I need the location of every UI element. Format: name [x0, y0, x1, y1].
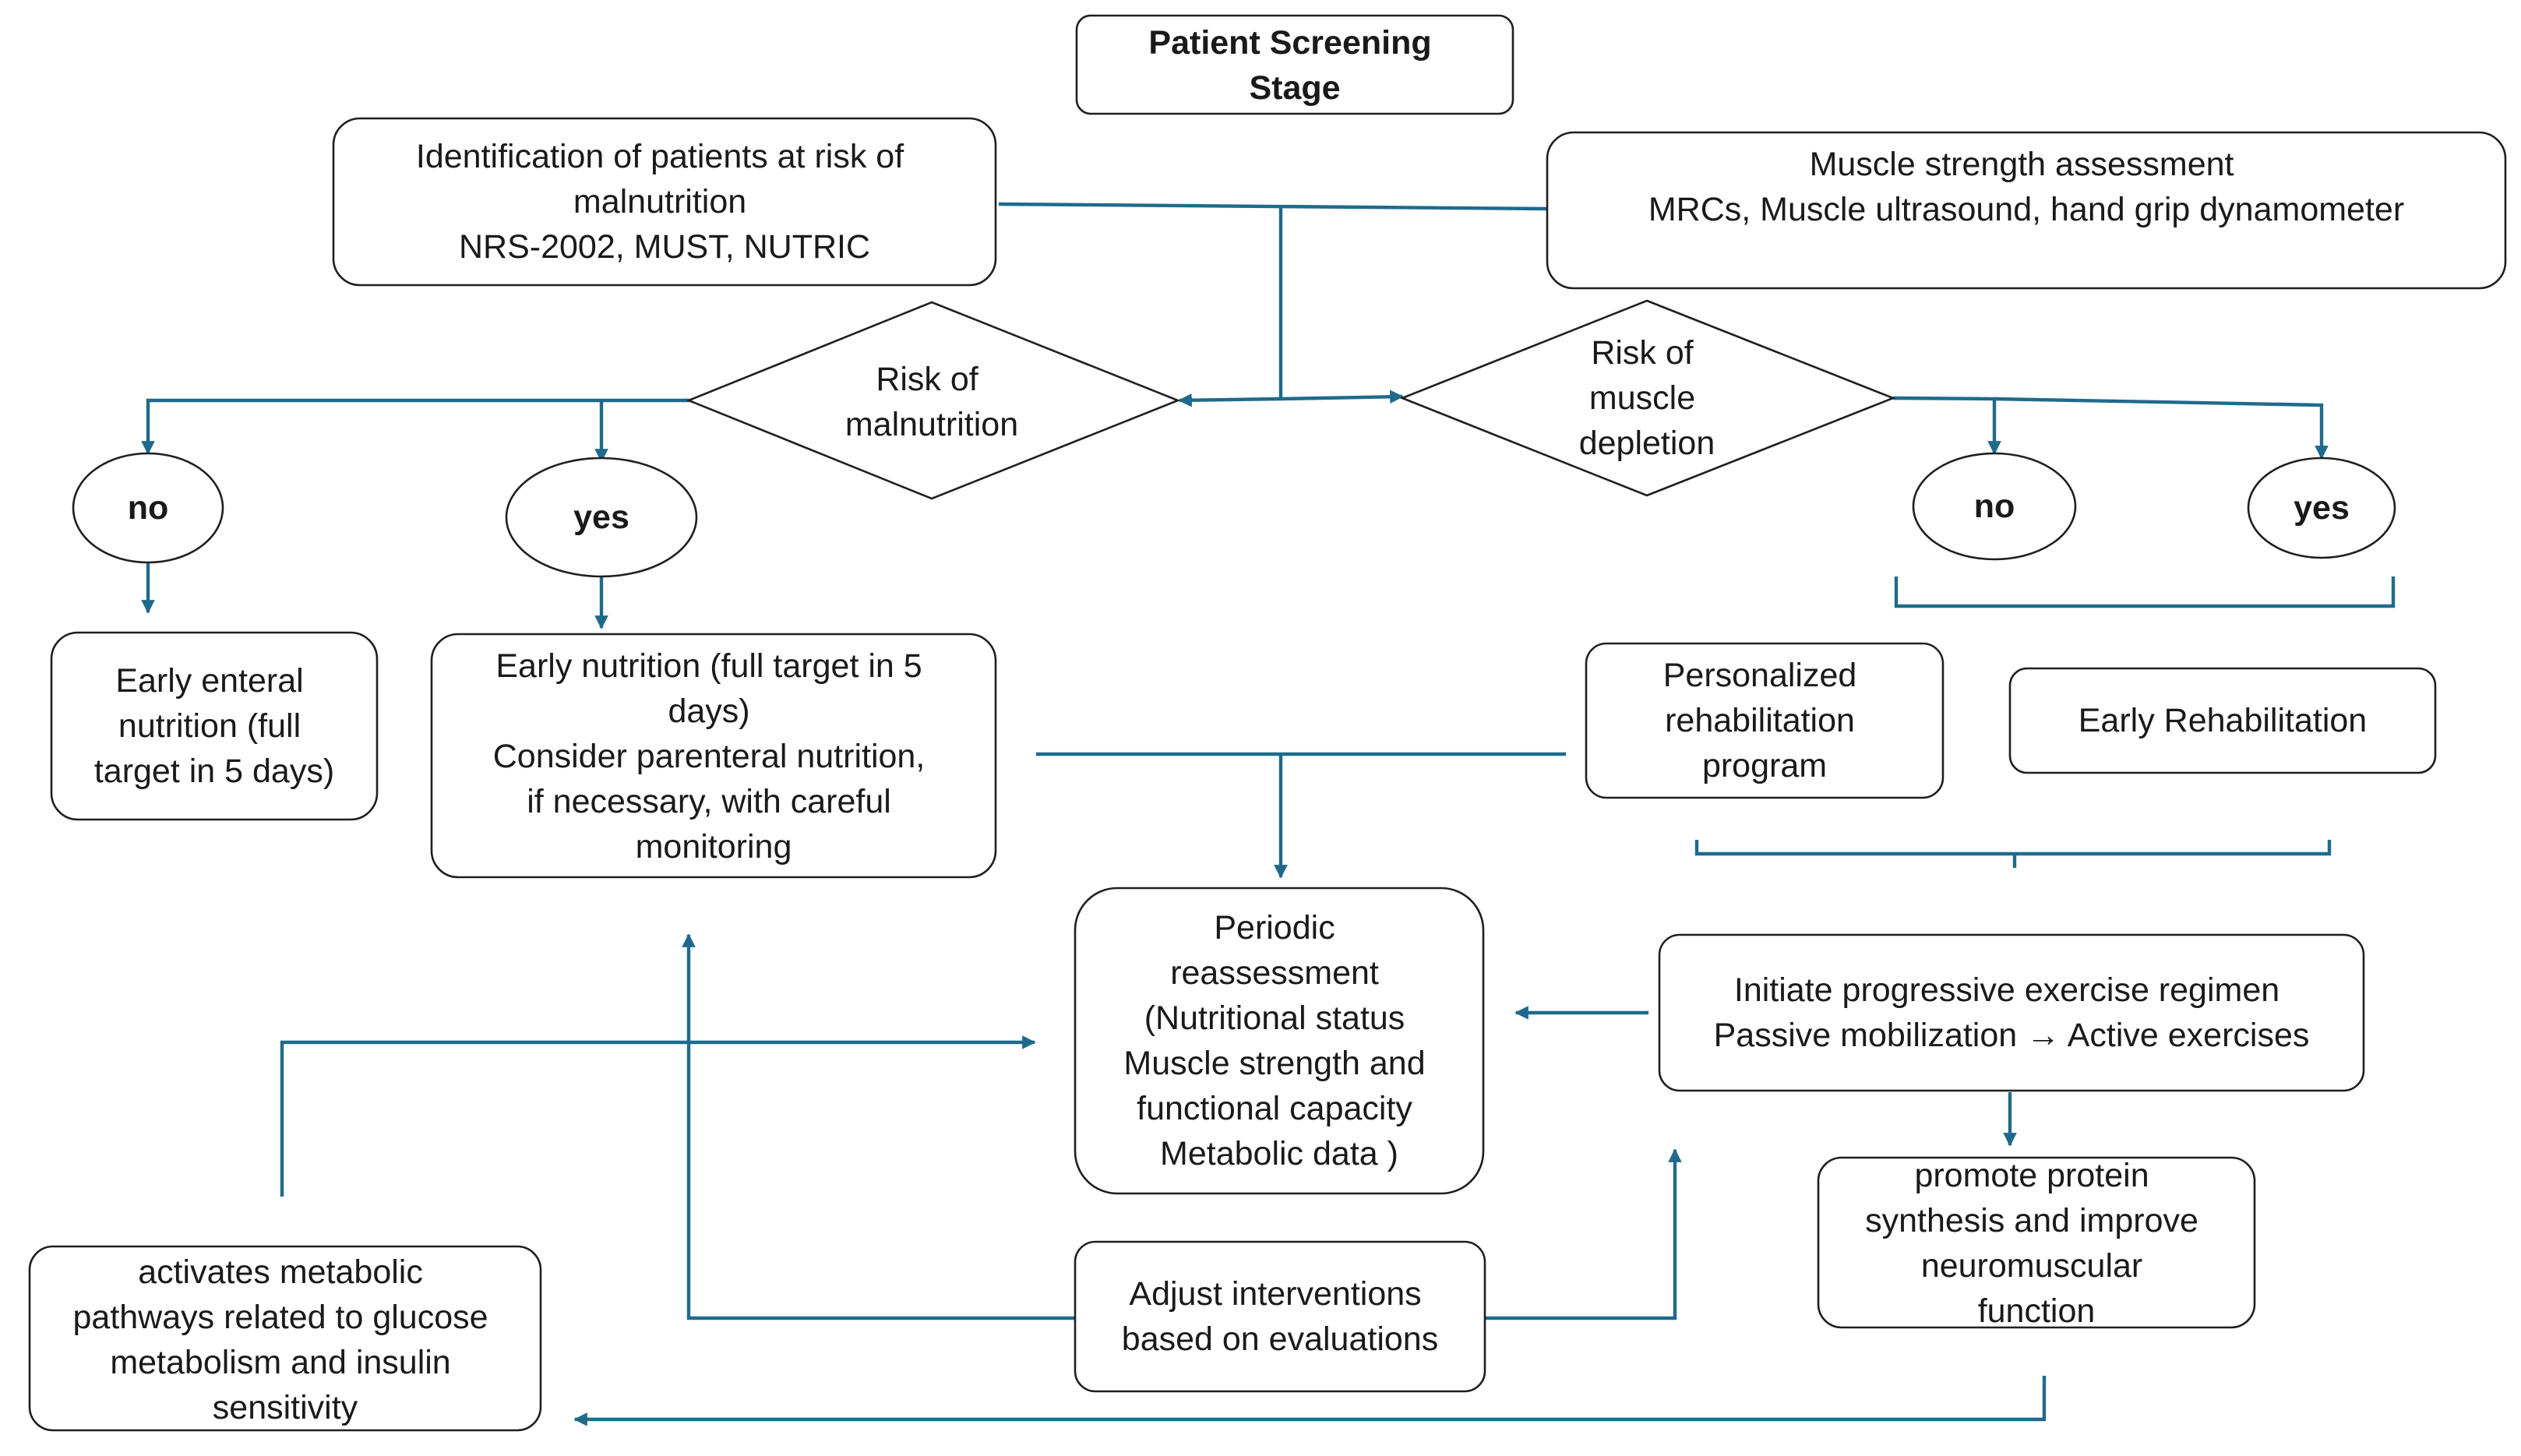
- node-protein-synthesis-line: function: [1978, 1292, 2096, 1330]
- node-adjust-interventions-line: Adjust interventions: [1129, 1275, 1421, 1313]
- node-risk-muscle: Risk of muscle depletion: [1399, 299, 1896, 497]
- svg-text:Adjust interventions bas: Adjust interventions based on evaluation…: [1122, 1275, 1438, 1358]
- node-no-left-line: no: [128, 489, 169, 527]
- node-early-nutrition-line: monitoring: [636, 828, 792, 865]
- svg-text:Patient Screening Stage: Patient Screening Stage: [1148, 24, 1440, 107]
- node-exercise-regimen: Initiate progressive exercise regimen Pa…: [1658, 933, 2365, 1092]
- node-yes-left: yes: [505, 457, 698, 578]
- node-muscle-assessment: Muscle strength assessment MRCs, Muscle …: [1546, 131, 2507, 290]
- node-yes-left-line: yes: [573, 499, 629, 536]
- node-periodic-reassessment-line: (Nutritional status: [1144, 999, 1405, 1037]
- node-risk-malnutrition: Risk of malnutrition: [686, 301, 1181, 500]
- connectors: [141, 202, 2396, 1426]
- svg-text:Early enteral nutrition: Early enteral nutrition (full target in …: [94, 662, 334, 790]
- node-no-left: no: [72, 452, 224, 564]
- node-early-nutrition-line: days): [668, 693, 749, 730]
- bracket-no-yes-right: [1894, 576, 2396, 608]
- arrow-muscle-to-yes: [1994, 397, 2329, 460]
- node-periodic-reassessment-line: functional capacity: [1137, 1090, 1412, 1127]
- node-screening-stage-line: Patient Screening: [1148, 24, 1431, 62]
- svg-text:Early Rehabilitation: Early Rehabilitation: [2079, 702, 2367, 739]
- svg-text:yes: yes: [573, 499, 629, 536]
- node-risk-malnutrition-line: malnutrition: [845, 406, 1018, 443]
- node-early-nutrition-line: Early nutrition (full target in 5: [495, 647, 922, 685]
- connector-identification-to-muscle: [998, 202, 1550, 211]
- node-early-rehab: Early Rehabilitation: [2008, 667, 2437, 774]
- node-risk-malnutrition-line: Risk of: [876, 361, 978, 398]
- arrow-to-risk-malnutrition: [1178, 393, 1282, 407]
- node-exercise-regimen-line: Initiate progressive exercise regimen: [1734, 971, 2279, 1009]
- node-periodic-reassessment-line: Periodic: [1214, 909, 1335, 947]
- svg-text:Personalized rehabilitat: Personalized rehabilitation program: [1663, 657, 1867, 784]
- svg-text:yes: yes: [2294, 489, 2350, 527]
- svg-text:no: no: [128, 489, 169, 527]
- node-identification-line: Identification of patients at risk of: [416, 138, 904, 175]
- svg-text:no: no: [1974, 488, 2015, 525]
- node-metabolic-pathways-line: activates metabolic: [138, 1253, 423, 1291]
- node-metabolic-pathways: activates metabolic pathways related to …: [28, 1245, 542, 1432]
- node-exercise-regimen-line: Passive mobilization → Active exercises: [1714, 1017, 2310, 1054]
- node-protein-synthesis: promote protein synthesis and improve ne…: [1817, 1156, 2256, 1330]
- arrow-muscle-to-no: [1892, 396, 2001, 455]
- node-no-right-line: no: [1974, 488, 2015, 525]
- node-early-enteral-line: nutrition (full: [118, 707, 301, 745]
- node-metabolic-pathways-line: metabolism and insulin: [110, 1344, 450, 1381]
- node-muscle-assessment-line: Muscle strength assessment: [1810, 146, 2234, 183]
- node-early-nutrition-line: Consider parenteral nutrition,: [493, 738, 926, 775]
- node-periodic-reassessment-line: Muscle strength and: [1123, 1045, 1425, 1082]
- node-early-enteral-line: Early enteral: [115, 662, 303, 700]
- node-personalized-rehab-line: program: [1702, 747, 1827, 784]
- node-early-enteral: Early enteral nutrition (full target in …: [50, 631, 379, 821]
- node-risk-muscle-line: depletion: [1579, 425, 1715, 462]
- node-identification-line: NRS-2002, MUST, NUTRIC: [459, 228, 870, 266]
- svg-text:Muscle strength assessment: Muscle strength assessment MRCs, Muscle …: [1648, 146, 2404, 228]
- node-identification: Identification of patients at risk of ma…: [332, 117, 997, 287]
- svg-text:promote protein synthesi: promote protein synthesis and improve ne…: [1865, 1157, 2208, 1330]
- node-protein-synthesis-line: neuromuscular: [1921, 1247, 2142, 1285]
- node-identification-line: malnutrition: [573, 183, 746, 220]
- node-personalized-rehab: Personalized rehabilitation program: [1585, 642, 1945, 799]
- arrow-adjust-to-early-nutrition: [682, 933, 1075, 1320]
- node-muscle-assessment-line: MRCs, Muscle ultrasound, hand grip dynam…: [1648, 191, 2404, 228]
- node-early-enteral-line: target in 5 days): [94, 753, 334, 790]
- node-personalized-rehab-line: Personalized: [1663, 657, 1857, 694]
- node-no-right: no: [1912, 452, 2077, 561]
- node-risk-muscle-line: Risk of: [1591, 334, 1694, 372]
- node-early-nutrition-line: if necessary, with careful: [527, 783, 891, 820]
- svg-text:Identification of patients at: Identification of patients at risk of ma…: [416, 138, 913, 266]
- svg-text:Initiate progressive exercise: Initiate progressive exercise regimen Pa…: [1714, 971, 2310, 1054]
- node-screening-stage: Patient Screening Stage: [1075, 14, 1514, 115]
- node-metabolic-pathways-line: sensitivity: [213, 1389, 358, 1426]
- svg-text:Risk of muscle dep: Risk of muscle depletion: [1579, 334, 1715, 462]
- node-periodic-reassessment-line: Metabolic data ): [1160, 1135, 1398, 1172]
- node-personalized-rehab-line: rehabilitation: [1665, 702, 1855, 739]
- arrow-protein-to-metabolic: [573, 1376, 2047, 1426]
- svg-text:activates metabolic path: activates metabolic pathways related to …: [72, 1253, 497, 1426]
- arrow-metabolic-to-reassessment: [280, 1035, 1036, 1197]
- node-early-nutrition: Early nutrition (full target in 5 days) …: [430, 633, 997, 879]
- bracket-rehab-programs: [1694, 840, 2332, 856]
- arrow-to-risk-muscle: [1280, 390, 1404, 404]
- node-risk-muscle-line: muscle: [1589, 379, 1695, 417]
- node-adjust-interventions-line: based on evaluations: [1122, 1320, 1438, 1358]
- node-yes-right: yes: [2247, 457, 2396, 559]
- node-adjust-interventions: Adjust interventions based on evaluation…: [1074, 1240, 1486, 1393]
- node-metabolic-pathways-line: pathways related to glucose: [72, 1299, 488, 1336]
- arrow-malnutrition-to-no: [141, 398, 689, 455]
- node-periodic-reassessment: Periodic reassessment (Nutritional statu…: [1074, 887, 1485, 1195]
- svg-text:Early nutrition (full target i: Early nutrition (full target in 5 days) …: [493, 647, 934, 865]
- svg-text:Periodic reassessment: Periodic reassessment (Nutritional statu…: [1123, 909, 1434, 1172]
- node-early-rehab-line: Early Rehabilitation: [2079, 702, 2367, 739]
- node-yes-right-line: yes: [2294, 489, 2350, 527]
- arrow-adjust-to-exercise: [1485, 1148, 1682, 1320]
- node-protein-synthesis-line: promote protein: [1914, 1157, 2149, 1194]
- node-periodic-reassessment-line: reassessment: [1170, 954, 1379, 992]
- node-protein-synthesis-line: synthesis and improve: [1865, 1202, 2198, 1239]
- node-screening-stage-line: Stage: [1249, 69, 1340, 107]
- svg-text:Risk of malnutrition: Risk of malnutrition: [845, 361, 1018, 443]
